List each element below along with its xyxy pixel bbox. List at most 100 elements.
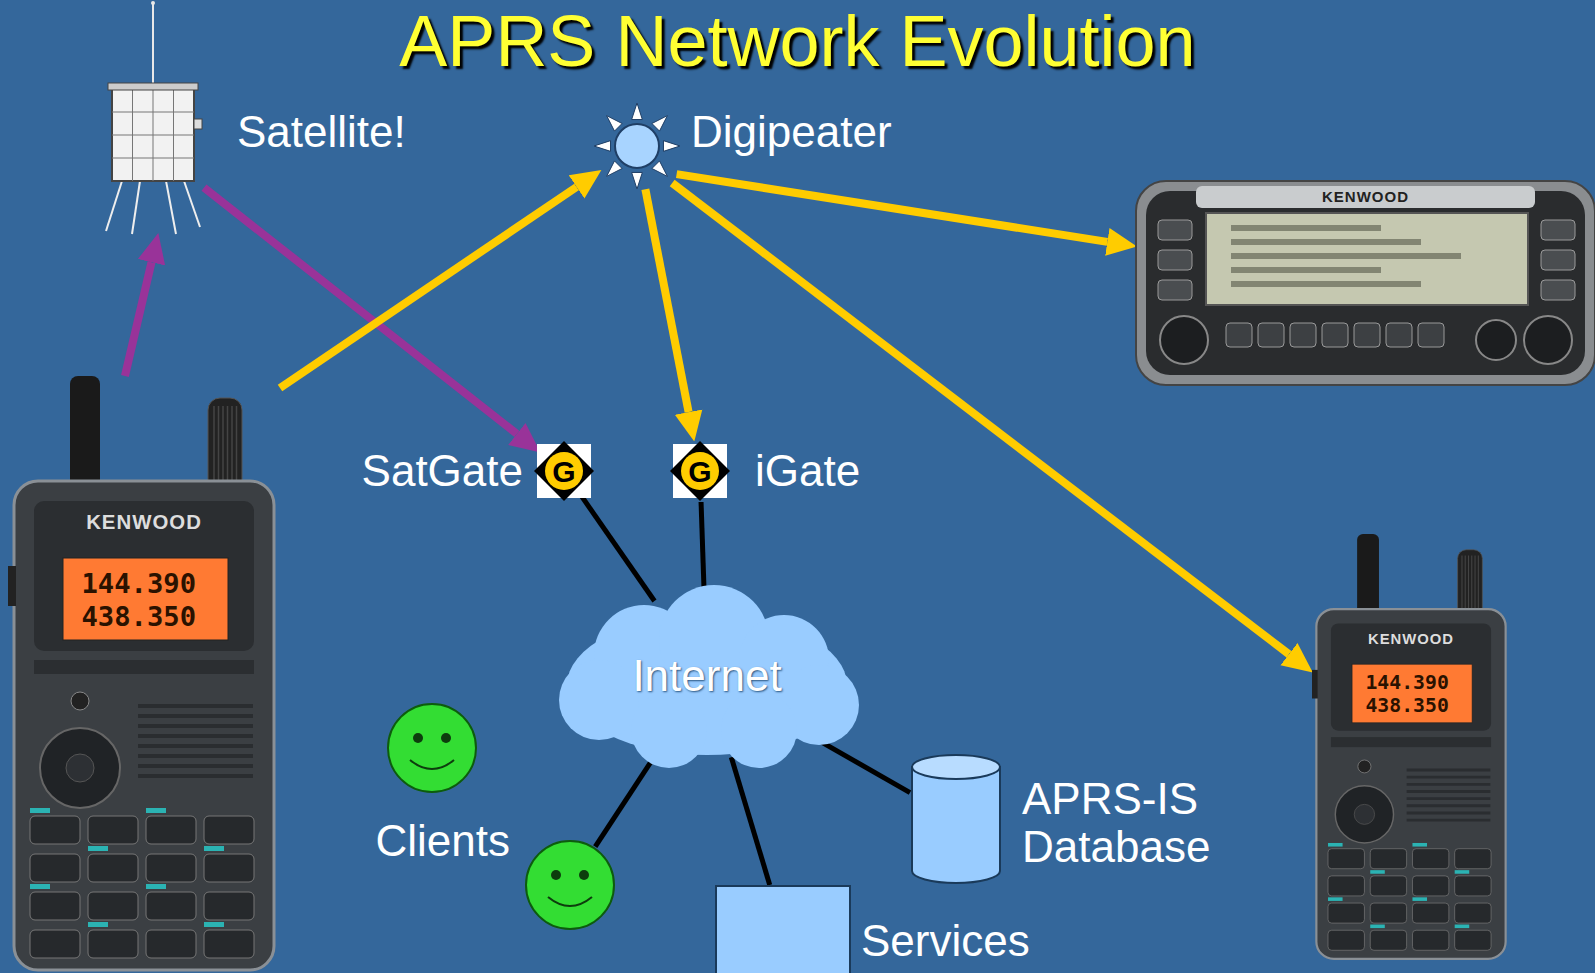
internet-link	[595, 753, 657, 847]
lcd-screen	[1206, 213, 1528, 305]
radio-key	[1455, 849, 1491, 869]
radio-face	[1146, 191, 1585, 375]
side-button	[1158, 220, 1192, 240]
gate-symbol: G	[552, 455, 575, 488]
radio-key	[1412, 930, 1448, 950]
front-button	[1322, 323, 1348, 347]
knob-rib	[218, 406, 220, 488]
services-label: Services	[861, 917, 1030, 965]
frequency-readout: 438.350	[81, 602, 196, 632]
satellite-antenna	[152, 3, 154, 85]
brand-label: KENWOOD	[1368, 631, 1454, 647]
knob-rib	[1465, 555, 1466, 614]
front-button	[1386, 323, 1412, 347]
services-box-art	[715, 885, 851, 973]
speaker-slot	[138, 714, 253, 718]
speaker-slot	[138, 734, 253, 738]
speaker-slot	[1407, 790, 1491, 793]
clients-label: Clients	[376, 817, 511, 865]
smiley-eye	[441, 733, 451, 743]
brand-label: KENWOOD	[86, 511, 202, 533]
radio-key	[30, 854, 80, 882]
internet-cloud: Internet	[549, 580, 865, 773]
radio-key	[1370, 903, 1406, 923]
knob-rib	[1478, 555, 1479, 614]
knob-rib	[1471, 555, 1472, 614]
smiley-drawing	[526, 841, 614, 929]
key-mark	[1412, 897, 1427, 901]
digipeater-label: Digipeater	[691, 108, 892, 156]
side-button	[1541, 220, 1575, 240]
speaker-slot	[1407, 769, 1491, 772]
text-slot: G	[533, 440, 595, 502]
solar-grid	[112, 135, 194, 136]
radio-key	[204, 816, 254, 844]
radio-key	[1412, 849, 1448, 869]
gate-disc	[545, 452, 583, 490]
radio-key	[1328, 930, 1364, 950]
handheld-drawing	[1312, 534, 1506, 959]
radio-key	[88, 930, 138, 958]
knob-rib	[227, 406, 229, 488]
dpad-center	[1354, 804, 1374, 824]
radio-key	[204, 854, 254, 882]
frequency-readout: 144.390	[1365, 672, 1448, 694]
key-mark	[1328, 843, 1343, 847]
services-rect	[716, 886, 850, 973]
handheld-radio: KENWOOD 144.390438.350	[1312, 534, 1510, 961]
text-slot: 438.350	[1365, 695, 1448, 717]
lcd-row	[1231, 225, 1381, 231]
radio-screen	[63, 558, 228, 640]
smiley-eye	[579, 870, 589, 880]
smiley-face	[526, 841, 614, 929]
key-mark	[146, 808, 166, 813]
key-mark	[88, 922, 108, 927]
side-button	[1541, 250, 1575, 270]
text-slot: KENWOOD	[1136, 188, 1595, 206]
smiley-face	[388, 704, 476, 792]
igate-label: iGate	[755, 447, 860, 495]
text-slot: G	[669, 440, 731, 502]
cloud-drawing	[559, 585, 859, 768]
gate-diamond	[534, 441, 594, 501]
igate-node: GiGate	[669, 440, 731, 502]
handheld-radio-art	[8, 376, 280, 973]
radio-key	[88, 854, 138, 882]
smiley-mouth	[410, 760, 454, 769]
speaker-slot	[1407, 783, 1491, 786]
key-mark	[1412, 843, 1427, 847]
knob-rib	[1475, 555, 1476, 614]
brand-label: KENWOOD	[1322, 189, 1409, 206]
radio-key	[204, 930, 254, 958]
lcd-row	[1231, 281, 1421, 287]
satellite-node: Satellite!	[102, 61, 204, 234]
satellite-body	[112, 89, 194, 181]
side-button	[8, 566, 16, 606]
speaker-slot	[138, 774, 253, 778]
digipeater-node-art	[593, 102, 681, 190]
speaker-slot	[1407, 797, 1491, 800]
front-button	[1258, 323, 1284, 347]
mobile-radio: KENWOOD	[1136, 175, 1595, 390]
services-box: Services	[715, 885, 851, 973]
cloud-label: Internet	[632, 652, 781, 700]
radio-key	[146, 892, 196, 920]
text-slot: KENWOOD	[1312, 630, 1510, 648]
radio-key	[1328, 876, 1364, 896]
sun-ray	[632, 103, 643, 120]
diagram-title: APRS Network Evolution	[399, 2, 1195, 81]
front-button	[1290, 323, 1316, 347]
radio-key	[1328, 849, 1364, 869]
side-button	[1158, 280, 1192, 300]
rf-arrow	[280, 187, 577, 388]
radio-screen	[1352, 664, 1472, 723]
text-slot: 144.390	[1365, 672, 1448, 694]
radio-dpad	[1335, 786, 1393, 843]
radio-key	[1412, 903, 1448, 923]
power-button	[71, 692, 89, 710]
tuning-knob	[1160, 316, 1208, 364]
knob-rib	[1461, 555, 1462, 614]
knob-rib	[213, 406, 215, 488]
front-button	[1226, 323, 1252, 347]
